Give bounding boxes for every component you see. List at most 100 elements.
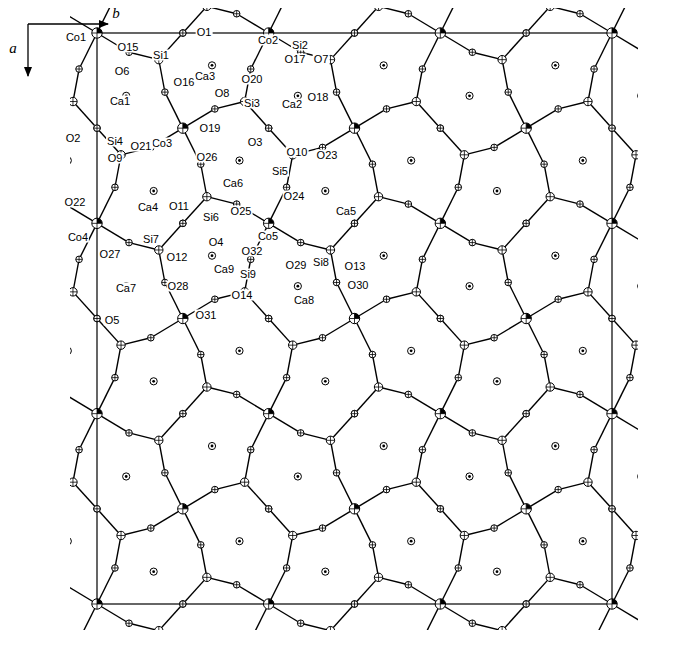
o-atom (491, 525, 498, 532)
o-atom (265, 125, 272, 132)
bond (422, 33, 440, 69)
o-atom (297, 620, 304, 627)
bond (337, 92, 355, 128)
o-atom (523, 30, 530, 37)
ca-atom (579, 538, 586, 545)
bond (269, 8, 287, 33)
si-atom (117, 531, 125, 539)
bond (73, 482, 97, 509)
bond (97, 568, 115, 604)
o-atom (555, 486, 562, 493)
o-atom (627, 374, 634, 381)
o-atom (112, 374, 119, 381)
o-atom (197, 542, 204, 549)
bond (458, 155, 464, 187)
axis-arrow (28, 23, 108, 24)
o-atom (180, 410, 187, 417)
o-atom (351, 601, 358, 608)
bond (440, 128, 464, 155)
bond (73, 450, 79, 482)
atom-label: O24 (283, 191, 306, 202)
co-atom (92, 28, 102, 38)
co-atom (349, 504, 359, 514)
bond (330, 440, 336, 472)
si-atom (460, 341, 468, 349)
bond (458, 535, 464, 567)
ca-atom (408, 347, 415, 354)
si-atom (70, 97, 77, 105)
axis-label: a (8, 41, 18, 56)
atom-label: Co2 (257, 35, 279, 46)
atom-label: Si7 (142, 234, 160, 245)
atom-label: O18 (307, 92, 330, 103)
bond (544, 164, 550, 196)
o-atom (265, 506, 272, 513)
bond (440, 568, 458, 604)
bond (526, 319, 544, 355)
ca-atom (579, 347, 586, 354)
o-atom (247, 66, 254, 73)
bond (269, 509, 293, 536)
atom-label: O30 (347, 280, 370, 291)
atom-label: Ca1 (109, 96, 131, 107)
bond (115, 345, 121, 377)
o-atom (505, 470, 512, 477)
o-atom (419, 66, 426, 73)
bond (594, 414, 612, 450)
si-atom (584, 478, 592, 486)
o-atom (491, 334, 498, 341)
ca-atom (552, 252, 559, 259)
co-atom (521, 123, 531, 133)
bond (287, 535, 293, 567)
atom-label: O5 (104, 315, 121, 326)
o-atom (319, 334, 326, 341)
ca-atom (208, 442, 215, 449)
o-atom (76, 256, 83, 263)
bond (159, 440, 165, 472)
ca-atom (322, 187, 329, 194)
si-atom (412, 288, 420, 296)
si-atom (546, 383, 554, 391)
co-atom (349, 313, 359, 323)
o-atom (577, 581, 584, 588)
o-atom (265, 125, 272, 132)
o-atom (265, 315, 272, 322)
o-atom (419, 256, 426, 263)
bond (183, 319, 201, 355)
o-atom (126, 430, 133, 437)
bond (269, 378, 287, 414)
o-atom (283, 565, 290, 572)
ca-atom (236, 538, 243, 545)
o-atom (609, 315, 616, 322)
bond (612, 568, 630, 604)
bond (355, 319, 373, 355)
bond (201, 545, 207, 577)
si-atom (374, 8, 382, 11)
o-atom (609, 506, 616, 513)
bond (372, 164, 378, 196)
o-atom (180, 601, 187, 608)
o-atom (126, 620, 133, 627)
bond (502, 440, 508, 472)
o-atom (351, 410, 358, 417)
co-atom (92, 599, 102, 609)
bond (508, 92, 526, 128)
bond (379, 8, 409, 14)
o-atom (94, 125, 101, 132)
ca-atom (638, 92, 639, 99)
o-atom (455, 374, 462, 381)
bond (526, 577, 550, 604)
ca-atom (70, 157, 71, 164)
o-atom (76, 66, 83, 73)
co-atom (178, 123, 188, 133)
o-atom (233, 581, 240, 588)
si-atom (240, 478, 248, 486)
atom-label: O3 (247, 137, 264, 148)
o-atom (437, 315, 444, 322)
o-atom (369, 542, 376, 549)
ca-atom (70, 347, 71, 354)
bond (251, 414, 269, 450)
